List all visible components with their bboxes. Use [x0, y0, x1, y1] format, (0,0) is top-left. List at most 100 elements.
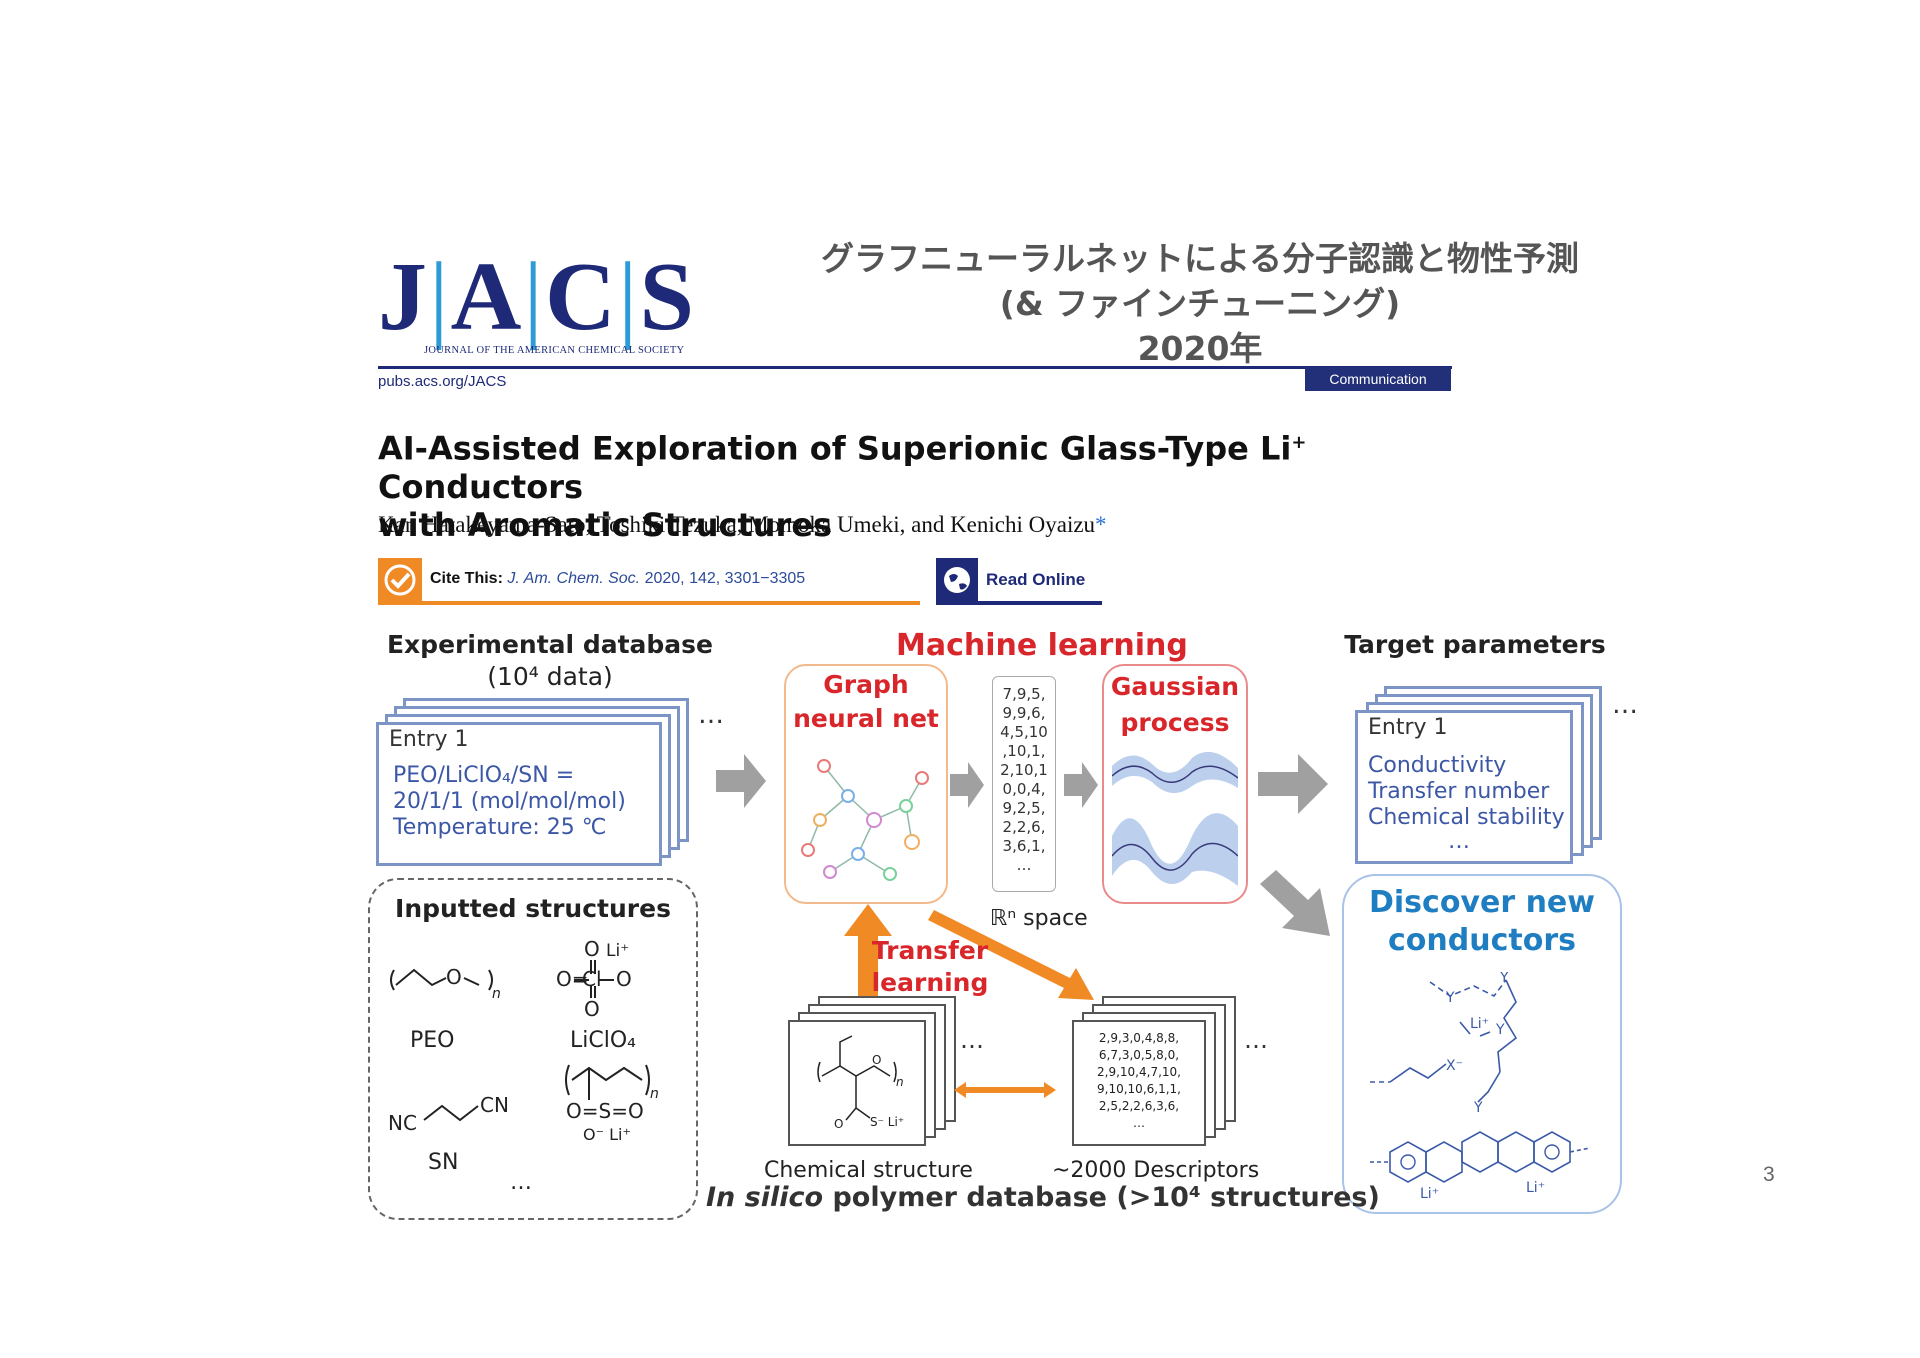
- insilico-rest: polymer database (>10⁴ structures): [823, 1182, 1380, 1213]
- entry-line-3: Temperature: 25 ℃: [393, 815, 607, 840]
- svg-text:O: O: [446, 965, 462, 989]
- chem-ellipsis: …: [960, 1026, 984, 1054]
- rn-space-label: ℝⁿ space: [990, 906, 1088, 931]
- svg-text:O: O: [834, 1117, 843, 1131]
- svg-text:CN: CN: [480, 1093, 509, 1117]
- arrow-up-icon: [844, 904, 892, 1004]
- transfer-arrows: [844, 904, 1094, 1004]
- descriptor-value: 2,9,3,0,4,8,8,: [1098, 1031, 1180, 1045]
- vector-value: 4,5,10: [1000, 723, 1048, 741]
- arrow-to-vector: [950, 762, 984, 808]
- journal-url[interactable]: pubs.acs.org/JACS: [378, 373, 507, 390]
- svg-text:O: O: [584, 940, 600, 961]
- header-rule: [378, 366, 1452, 369]
- corresponding-mark: *: [1095, 512, 1107, 537]
- entry-card: Entry 1 PEO/LiClO₄/SN = 20/1/1 (mol/mol/…: [376, 722, 662, 866]
- vector-value: 0,0,4,: [1002, 780, 1046, 798]
- entry-line-2: 20/1/1 (mol/mol/mol): [393, 789, 626, 814]
- entry-label: Entry 1: [389, 727, 469, 752]
- inputted-structures-title: Inputted structures: [395, 894, 671, 923]
- slide-title: グラフニューラルネットによる分子認識と物性予測 (& ファインチューニング) 2…: [700, 236, 1700, 371]
- svg-text:O=S=O: O=S=O: [566, 1099, 644, 1123]
- logo-letter-s: S: [639, 243, 696, 351]
- svg-text:X⁻: X⁻: [1446, 1058, 1463, 1074]
- machine-learning-title: Machine learning: [896, 628, 1188, 663]
- cite-reference: 2020, 142, 3301−3305: [644, 570, 806, 587]
- slide-title-line-2: (& ファインチューニング): [999, 284, 1401, 323]
- struct-label-sn: SN: [428, 1150, 459, 1175]
- arrow-to-target: [1258, 754, 1328, 814]
- svg-text:n: n: [492, 986, 501, 1002]
- svg-text:Li⁺: Li⁺: [1470, 1016, 1489, 1032]
- paper-title: AI-Assisted Exploration of Superionic Gl…: [378, 424, 1458, 544]
- read-underline: [936, 601, 1102, 605]
- svg-text:O=: O=: [556, 967, 589, 991]
- logo-letter-a: A: [450, 243, 524, 351]
- cite-journal: J. Am. Chem. Soc.: [507, 570, 641, 587]
- svg-text:O: O: [616, 967, 632, 991]
- vector-value: 9,9,6,: [1002, 704, 1046, 722]
- check-icon: [378, 558, 422, 602]
- descriptor-value: 9,10,10,6,1,1,: [1097, 1082, 1181, 1096]
- target-title: Target parameters: [1344, 630, 1606, 659]
- read-online-link[interactable]: Read Online: [936, 558, 1102, 605]
- svg-text:Li⁺: Li⁺: [606, 941, 629, 961]
- svg-text:Cl: Cl: [582, 967, 602, 991]
- target-ellipsis: …: [1612, 690, 1638, 720]
- paper-title-line-2: with Aromatic Structures: [378, 505, 833, 544]
- article-type-badge: Communication: [1305, 367, 1451, 391]
- read-online-label: Read Online: [986, 570, 1086, 589]
- target-entry-card: Entry 1 Conductivity Transfer number Che…: [1355, 710, 1573, 864]
- discover-line-2: conductors: [1388, 923, 1576, 958]
- vector-value: 7,9,5,: [1002, 685, 1046, 703]
- slide-title-line-1: グラフニューラルネットによる分子認識と物性予測: [820, 239, 1579, 278]
- insilico-italic: In silico: [706, 1182, 824, 1213]
- desc-ellipsis: …: [1244, 1026, 1268, 1054]
- arrow-to-discover: [1260, 870, 1330, 936]
- descriptor-value: 2,9,10,4,7,10,: [1097, 1065, 1181, 1079]
- svg-text:Y: Y: [1499, 972, 1509, 986]
- arrow-to-gnn: [716, 754, 766, 808]
- vector-value: 2,2,6,: [1002, 818, 1046, 836]
- arrow-diagonal-icon: [928, 910, 1094, 1000]
- logo-subtitle: JOURNAL OF THE AMERICAN CHEMICAL SOCIETY: [424, 345, 685, 356]
- svg-text:NC: NC: [388, 1111, 417, 1135]
- author-list: Kan Hatakeyama-Sato, Toshiki Tezuka, Mom…: [378, 512, 1096, 537]
- caption-descriptors: ~2000 Descriptors: [1052, 1158, 1260, 1183]
- insilico-caption: In silico polymer database (>10⁴ structu…: [706, 1182, 1380, 1213]
- struct-more: …: [510, 1170, 532, 1195]
- svg-text:O: O: [872, 1053, 881, 1067]
- gnn-label-2: neural net: [793, 704, 939, 733]
- exp-db-title: Experimental database: [386, 630, 714, 659]
- paper-title-part-2: Conductors: [378, 467, 584, 506]
- target-item-1: Conductivity: [1368, 753, 1507, 778]
- exp-db-count: (10⁴ data): [487, 662, 613, 691]
- gp-label-1: Gaussian: [1110, 672, 1240, 701]
- authors: Kan Hatakeyama-Sato, Toshiki Tezuka, Mom…: [378, 512, 1107, 538]
- struct-label-liclo4: LiClO₄: [570, 1028, 636, 1053]
- svg-text:Li⁺: Li⁺: [1526, 1180, 1545, 1196]
- gp-curves-icon: [1112, 751, 1238, 886]
- target-item-3: Chemical stability: [1368, 805, 1565, 830]
- paper-title-sup: +: [1291, 432, 1307, 453]
- svg-text:S⁻ Li⁺: S⁻ Li⁺: [870, 1115, 904, 1129]
- cite-label: Cite This:: [430, 570, 503, 587]
- arrow-to-gp: [1064, 762, 1098, 808]
- exp-db-ellipsis: …: [698, 700, 724, 730]
- gp-label-2: process: [1120, 708, 1230, 737]
- cite-this[interactable]: Cite This: J. Am. Chem. Soc. 2020, 142, …: [378, 558, 920, 605]
- graph-network-icon: [801, 759, 929, 881]
- gnn-box: Graph neural net: [784, 664, 948, 904]
- descriptor-value: …: [1133, 1116, 1145, 1130]
- svg-text:Y: Y: [1495, 1022, 1505, 1038]
- slide-title-line-3: 2020年: [1137, 329, 1263, 368]
- vector-value: …: [1016, 856, 1032, 874]
- descriptor-value: 2,5,2,2,6,3,6,: [1098, 1099, 1180, 1113]
